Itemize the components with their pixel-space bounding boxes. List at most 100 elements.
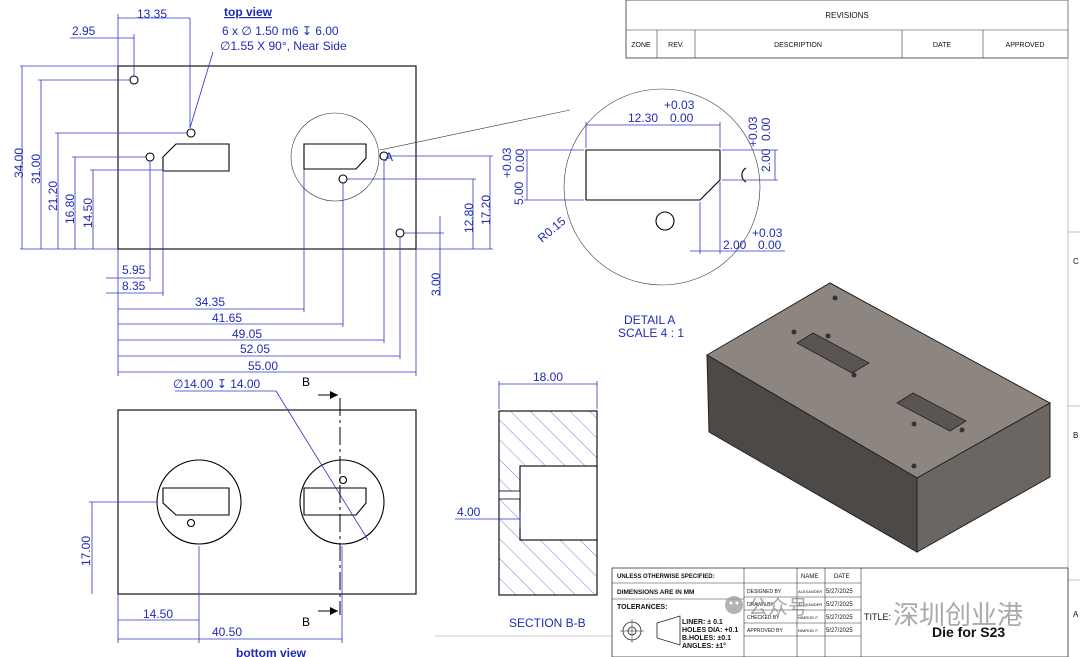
section-depth: 4.00 (457, 505, 481, 519)
tb-row-name: ALEXANDER (798, 602, 822, 607)
counterbore-left (156, 459, 242, 545)
border-mark-b: B (1073, 431, 1078, 440)
pin-hole (145, 152, 155, 162)
watermark-text: 深圳创业港 (893, 601, 1023, 631)
detail-chamfer-v-lower-tol: 0.00 (759, 117, 773, 141)
bottom-view: ∅14.00 ↧ 14.00 B B 17.00 14.50 40.50 bot… (79, 375, 417, 657)
hole-note-line2: ∅1.55 X 90°, Near Side (220, 39, 347, 53)
rev-col-approved: APPROVED (1006, 42, 1045, 49)
isometric-part (706, 282, 1052, 553)
detail-pocket (585, 149, 721, 201)
dim-16-80: 16.80 (63, 194, 77, 224)
title-block: UNLESS OTHERWISE SPECIFIED: DIMENSIONS A… (611, 567, 1069, 657)
detail-chamfer-v: 2.00 (759, 148, 773, 172)
dim-17-00: 17.00 (79, 536, 93, 566)
dim-5-95: 5.95 (122, 263, 146, 277)
revisions-table: REVISIONS ZONE REV. DESCRIPTION DATE APP… (625, 0, 1069, 59)
tb-row-date: 5/27/2025 (826, 628, 853, 634)
counterbore-right (299, 459, 385, 545)
tb-row-role: APPROVED BY (747, 628, 784, 634)
section-cavity (519, 465, 598, 541)
part-pocket-1 (796, 332, 870, 374)
border-mark-a: A (1073, 610, 1079, 619)
tb-title-label: TITLE: (864, 612, 891, 622)
detail-hole (655, 211, 675, 231)
section-label: SECTION B-B (509, 616, 586, 630)
rev-col-date: DATE (933, 42, 951, 49)
detail-chamfer-h: 2.00 (723, 238, 747, 252)
tb-tol-liner: LINER: ± 0.1 (682, 619, 723, 626)
dim-40-50: 40.50 (212, 625, 242, 639)
tb-row-name: NIMROD F. (798, 615, 818, 620)
watermark-prefix: 公众号 (748, 595, 808, 619)
detail-chamfer-h-lower-tol: 0.00 (758, 238, 782, 252)
dim-31-00: 31.00 (29, 154, 43, 184)
dim-34-35: 34.35 (195, 295, 225, 309)
dim-12-80: 12.80 (462, 203, 476, 233)
detail-a: 12.30 +0.03 0.00 5.00 +0.03 0.00 R0.15 2… (500, 88, 785, 340)
section-marker-bottom: B (302, 615, 310, 629)
bottom-hole-note: ∅14.00 ↧ 14.00 (173, 377, 261, 391)
tb-row-date: 5/27/2025 (826, 602, 853, 608)
dim-8-35: 8.35 (122, 279, 146, 293)
tb-dimensions: DIMENSIONS ARE IN MM (617, 589, 694, 596)
tb-col-date: DATE (834, 574, 850, 580)
pocket-right (303, 143, 367, 170)
pin-hole (186, 128, 196, 138)
dim-17-20: 17.20 (479, 195, 493, 225)
detail-chamfer-h-upper-tol: +0.03 (752, 226, 783, 240)
tb-title-value: Die for S23 (932, 624, 1005, 640)
pin-hole (338, 174, 348, 184)
detail-height-upper-tol: +0.03 (500, 147, 514, 178)
dim-14-50-bottom: 14.50 (143, 607, 173, 621)
tb-tol-bholes: B.HOLES: ±0.1 (682, 635, 731, 642)
tb-row-name: ALEXANDER (798, 589, 822, 594)
dim-14-50: 14.50 (81, 198, 95, 228)
top-view-outline (117, 65, 417, 250)
detail-marker: A (385, 150, 393, 164)
dim-13-35: 13.35 (137, 7, 167, 21)
section-marker-top: B (302, 375, 310, 389)
dim-2-95: 2.95 (72, 24, 96, 38)
tb-row-date: 5/27/2025 (826, 615, 853, 621)
top-view: top view 6 x ∅ 1.50 m6 ↧ 6.00 ∅1.55 X 90… (12, 5, 571, 376)
section-width: 18.00 (533, 370, 563, 384)
bottom-view-label: bottom view (236, 646, 307, 657)
pin-hole (395, 228, 405, 238)
detail-radius: R0.15 (535, 214, 569, 246)
detail-width-lower-tol: 0.00 (670, 111, 694, 125)
dim-52-05: 52.05 (240, 342, 270, 356)
part-pocket-2 (896, 392, 967, 432)
tb-row-date: 5/27/2025 (826, 589, 853, 595)
tb-tol-angles: ANGLES: ±1° (682, 642, 726, 650)
section-b-b: 18.00 4.00 SECTION B-B (455, 370, 598, 630)
sheet-border: C B A (435, 0, 1080, 657)
tb-row-role: DESIGNED BY (747, 589, 782, 595)
tb-row-name: NIMROD F. (798, 628, 818, 633)
watermark: 公众号 深圳创业港 (725, 595, 1023, 631)
detail-scale: SCALE 4 : 1 (618, 326, 684, 340)
tb-col-name: NAME (801, 574, 818, 580)
detail-label: DETAIL A (624, 313, 675, 327)
dim-34-00: 34.00 (12, 148, 26, 178)
tb-unless: UNLESS OTHERWISE SPECIFIED: (617, 574, 715, 580)
detail-width-upper-tol: +0.03 (664, 98, 695, 112)
dim-21-20: 21.20 (46, 181, 60, 211)
tb-tol-holes: HOLES DIA: +0.1 (682, 627, 738, 634)
detail-a-callout-circle (290, 112, 380, 202)
top-view-label: top view (224, 5, 273, 19)
rev-col-zone: ZONE (631, 42, 651, 49)
dim-55-00: 55.00 (248, 359, 278, 373)
dim-3-00: 3.00 (429, 272, 443, 296)
pin-hole (129, 75, 139, 85)
detail-chamfer-v-upper-tol: +0.03 (746, 116, 760, 147)
rev-col-rev: REV. (668, 42, 684, 49)
rev-col-description: DESCRIPTION (774, 42, 822, 49)
detail-height: 5.00 (512, 181, 526, 205)
hole-note-line1: 6 x ∅ 1.50 m6 ↧ 6.00 (222, 24, 339, 38)
detail-a-circle (563, 88, 761, 286)
pocket-left (162, 143, 230, 172)
detail-height-lower-tol: 0.00 (513, 148, 527, 172)
tb-row-role: DRAWN BY (747, 602, 774, 608)
